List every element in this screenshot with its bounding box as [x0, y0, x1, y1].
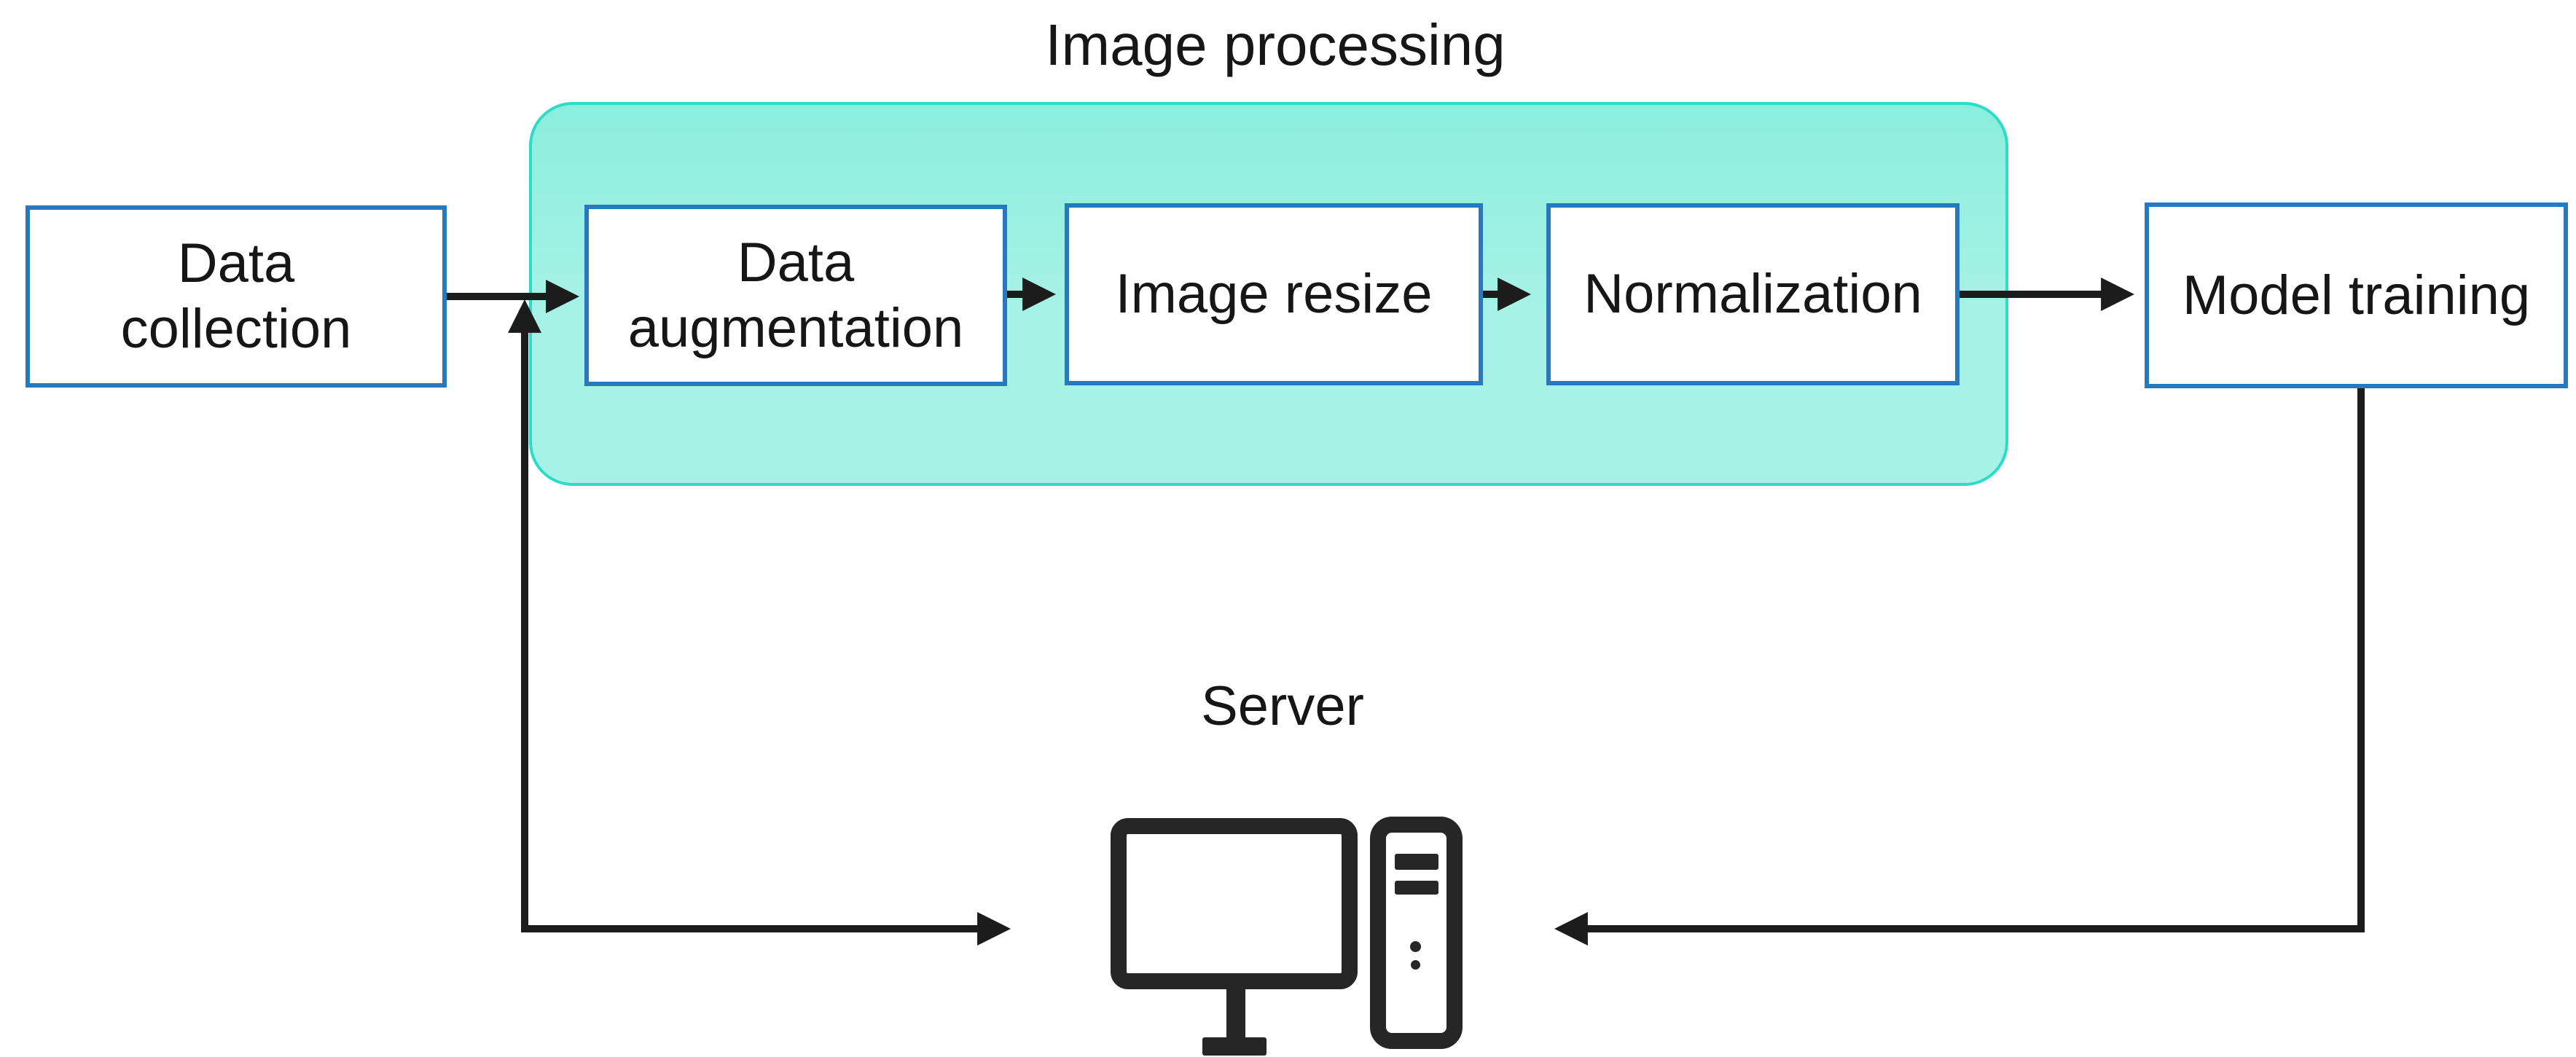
- server-label: Server: [1201, 675, 1364, 737]
- tower-drive-slot-icon: [1395, 881, 1438, 895]
- connector-server-to-pipeline-and-server: [508, 299, 1011, 946]
- tower-power-button-icon: [1410, 941, 1421, 952]
- node-data-collection-label: Data collection: [120, 232, 352, 360]
- node-image-resize: Image resize: [1065, 203, 1483, 385]
- node-data-collection: Data collection: [26, 205, 447, 388]
- monitor-stand-icon: [1226, 988, 1245, 1040]
- node-model-training-label: Model training: [2182, 264, 2531, 326]
- node-normalization: Normalization: [1546, 203, 1960, 385]
- node-image-resize-label: Image resize: [1115, 263, 1433, 326]
- tower-led-icon: [1411, 960, 1420, 970]
- arrow-model-training-to-server: [1554, 388, 2365, 946]
- tower-drive-slot-icon: [1395, 854, 1438, 870]
- monitor-base-icon: [1202, 1037, 1267, 1056]
- node-data-augmentation: Data augmentation: [584, 205, 1007, 386]
- node-normalization-label: Normalization: [1583, 263, 1922, 326]
- computer-tower-icon: [1370, 817, 1463, 1049]
- monitor-icon: [1111, 818, 1358, 989]
- node-data-augmentation-label: Data augmentation: [627, 231, 964, 359]
- image-processing-title: Image processing: [1045, 12, 1506, 77]
- node-model-training: Model training: [2145, 203, 2568, 388]
